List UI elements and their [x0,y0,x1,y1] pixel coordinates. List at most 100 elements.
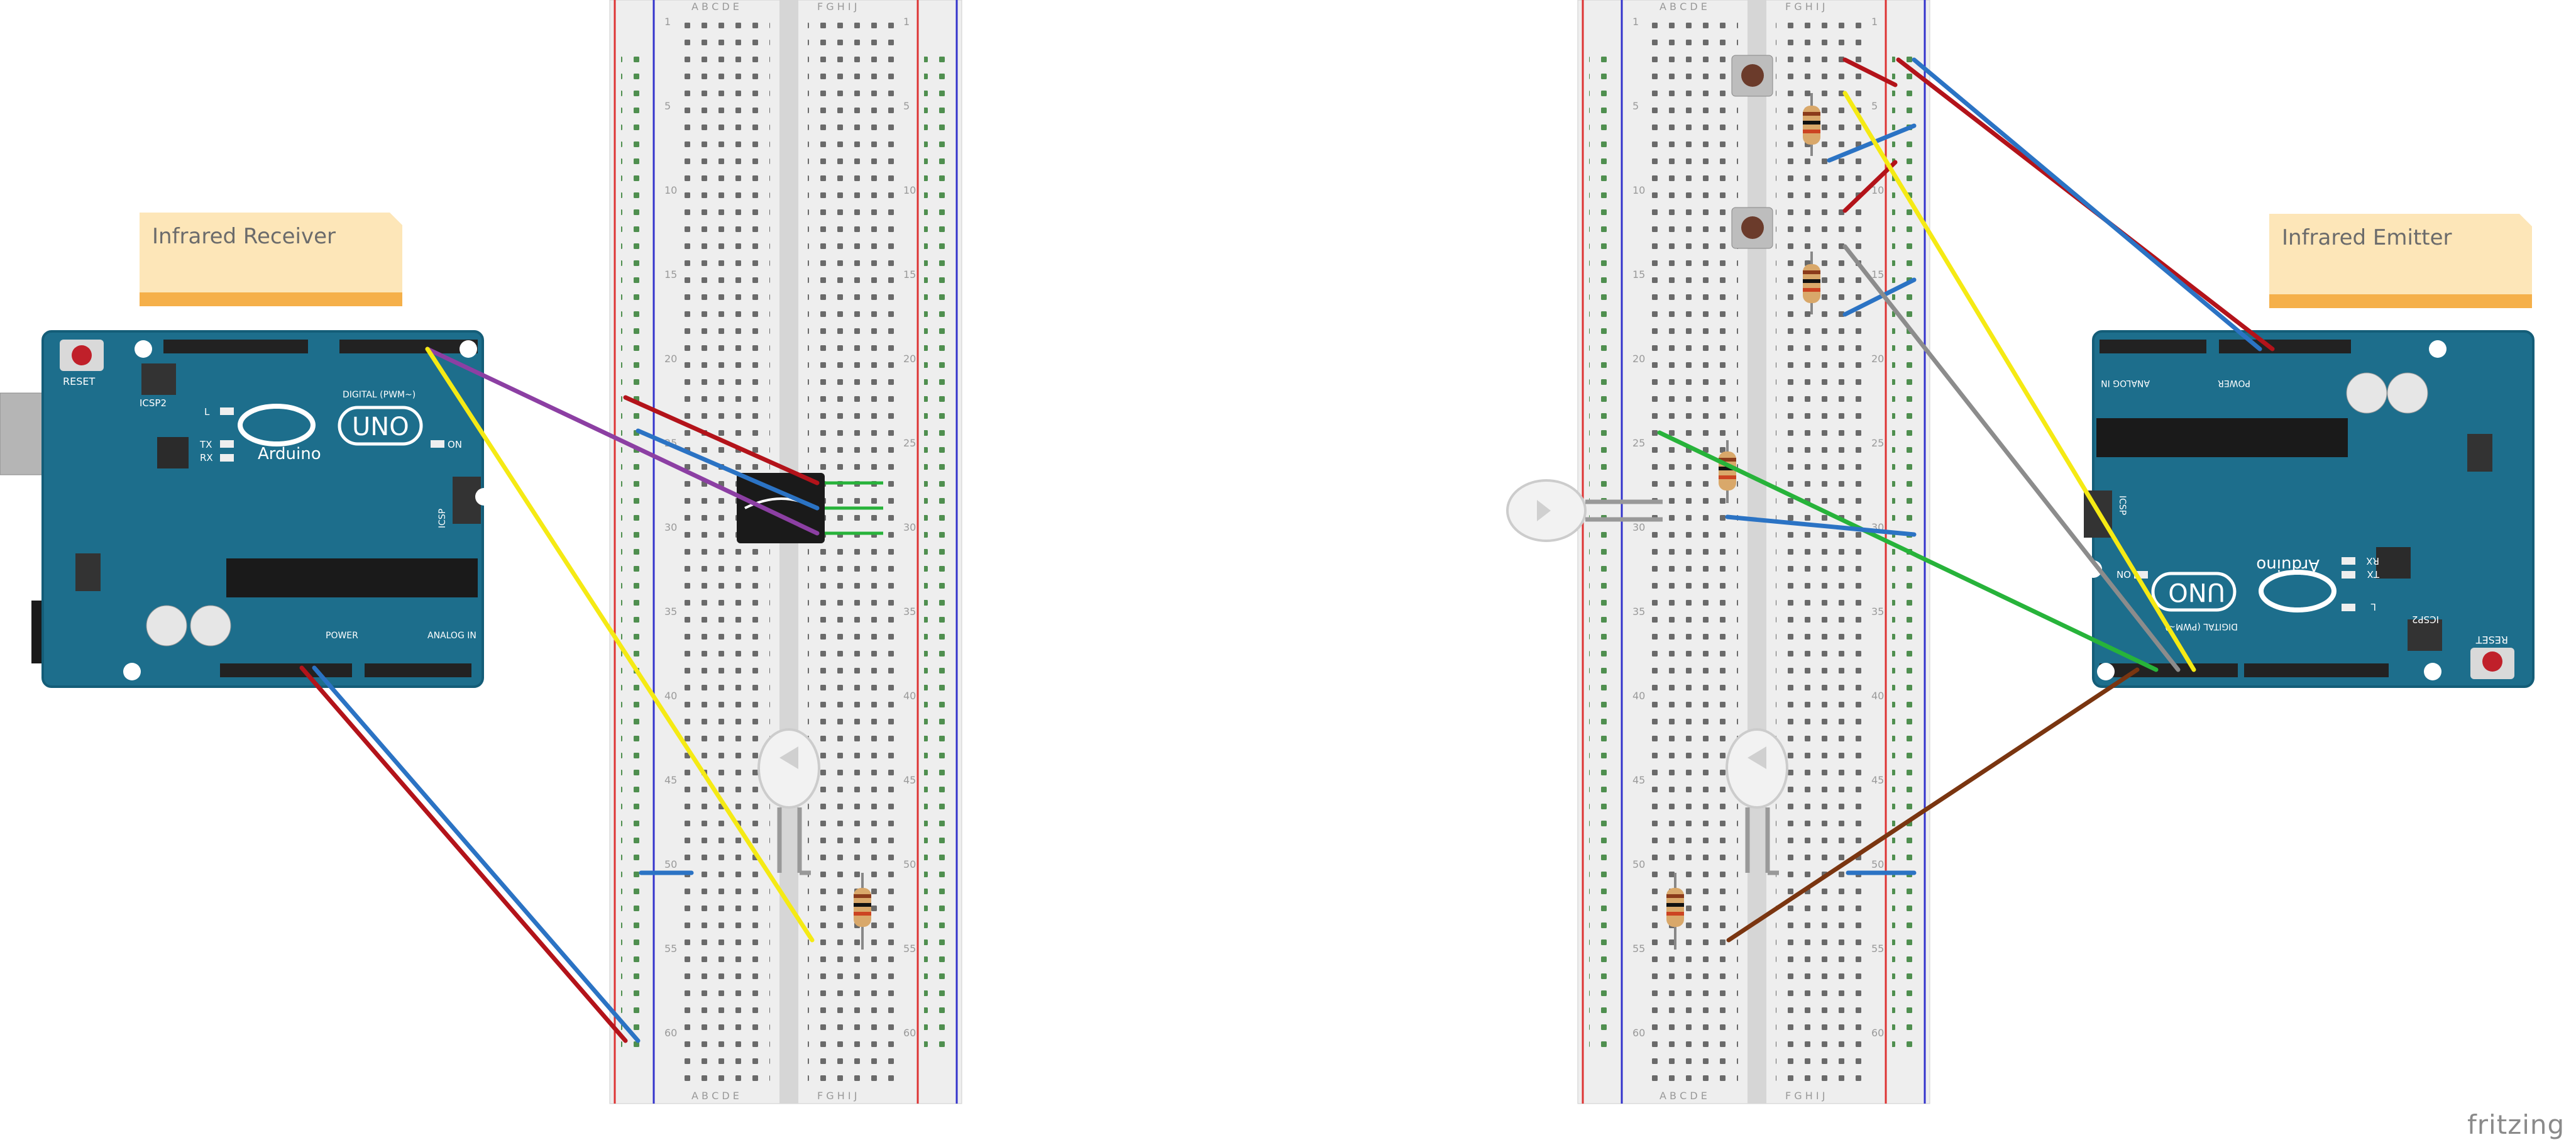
row-number-25-0: 25 [1632,437,1645,449]
note-receiver-label: Infrared Receiver [152,224,336,249]
wire-button1-blue [1827,123,1917,163]
row-number-5-1: 5 [903,100,910,112]
row-number-35-0: 35 [1632,606,1645,618]
row-number-30-1: 30 [903,521,916,533]
note-receiver [140,213,402,306]
row-number-35-1: 35 [903,606,916,618]
svg-text:A B C D E: A B C D E [691,1090,739,1102]
row-number-60-0: 60 [1632,1027,1645,1039]
uno-label-left: UNO [352,413,409,441]
resistor-left [854,873,871,950]
row-number-40-1: 40 [903,690,916,702]
row-number-10-0: 10 [1632,184,1645,196]
row-number-30-0: 30 [1632,521,1645,533]
led-label-rx-left: RX [200,452,213,463]
row-number-1-0: 1 [664,16,671,28]
pushbutton-1[interactable] [1731,55,1773,97]
row-number-1-1: 1 [903,16,910,28]
icsp-label-right: ICSP [2117,496,2127,515]
row-number-1-1: 1 [1871,16,1878,28]
row-number-60-1: 60 [1871,1027,1884,1039]
arduino-right: RESET ICSP2 UNO Arduino DIGITAL (PWM~) P… [2084,330,2535,688]
led-right [1726,728,1788,875]
wire-rail-blue-right [1725,514,1917,537]
arduino-brand-right: Arduino [2256,555,2320,574]
row-number-50-0: 50 [1632,858,1645,870]
row-number-10-0: 10 [664,184,677,196]
reset-button-left[interactable] [72,345,92,365]
led-label-on-left: ON [448,439,462,450]
wire-receiver-5v-red [299,665,628,1043]
reset-button-right[interactable] [2482,651,2502,672]
wire-button2-red [1842,160,1898,213]
arduino-logo-right [2259,570,2337,612]
row-number-15-1: 15 [903,269,916,280]
row-number-35-1: 35 [1871,606,1884,618]
arduino-left: RESET DIGITAL (PWM~) UNO Arduino ICSP2 I… [0,330,493,688]
row-number-20-0: 20 [1632,353,1645,365]
row-number-20-0: 20 [664,353,677,365]
wire-receiver-led-yellow [425,346,815,943]
row-number-50-0: 50 [664,858,677,870]
digital-header-label-right: DIGITAL (PWM~) [2165,621,2238,631]
pushbutton-2[interactable] [1731,207,1773,249]
resistor-right-bottom [1666,873,1684,950]
row-number-55-0: 55 [664,943,677,955]
row-number-15-1: 15 [1871,269,1884,280]
reset-label-left: RESET [63,375,95,387]
row-number-15-0: 15 [664,269,677,280]
power-header-label-left: POWER [326,631,358,641]
led-label-l-left: L [204,406,210,418]
row-number-40-0: 40 [1632,690,1645,702]
wire-rail-red-left [623,395,820,485]
row-number-15-0: 15 [1632,269,1645,280]
note-emitter [2269,214,2532,308]
wire-rail-blue-left [636,428,820,511]
wire-button1-yellow [1842,91,2196,672]
wire-receiver-gnd-blue [312,665,641,1043]
svg-text:A B C D E: A B C D E [1660,1,1707,13]
uno-label-right: UNO [2168,577,2225,606]
analog-header-label-left: ANALOG IN [427,631,476,641]
row-number-45-1: 45 [1871,774,1884,786]
row-number-25-1: 25 [903,437,916,449]
note-emitter-label: Infrared Emitter [2282,225,2452,250]
row-number-10-1: 10 [1871,184,1884,196]
led-label-on-right: ON [2116,568,2131,580]
row-number-40-1: 40 [1871,690,1884,702]
row-number-60-0: 60 [664,1027,677,1039]
wire-led-brown [1726,667,2140,943]
row-number-20-1: 20 [903,353,916,365]
wire-button2-blue [1842,277,1917,317]
fritzing-watermark: fritzing [2467,1109,2565,1140]
icsp2-label-right: ICSP2 [2412,614,2439,625]
svg-text:F G H I J: F G H I J [817,1090,857,1102]
led-label-rx-right: RX [2366,555,2379,567]
arduino-brand-left: Arduino [258,445,321,463]
led-label-tx-right: TX [2367,568,2380,580]
wire-emitter-gnd-blue [1912,57,2262,352]
wire-button1-red [1842,57,1898,87]
reset-label-right: RESET [2476,634,2508,646]
breadboard-right: A B C D E F G H I J A B C D E F G H I J [1577,0,1930,1104]
power-header-label-right: POWER [2218,378,2250,388]
wire-receiver-signal-purple [425,346,820,536]
row-number-50-1: 50 [1871,858,1884,870]
row-number-30-0: 30 [664,521,677,533]
row-number-35-0: 35 [664,606,677,618]
row-number-45-1: 45 [903,774,916,786]
led-label-l-right: L [2370,601,2376,612]
led-label-tx-left: TX [199,439,212,450]
row-number-5-0: 5 [664,100,671,112]
row-number-40-0: 40 [664,690,677,702]
row-number-50-1: 50 [903,858,916,870]
svg-text:F G H I J: F G H I J [817,1,857,13]
arduino-logo-left [238,404,316,446]
row-number-5-0: 5 [1632,100,1639,112]
row-number-55-1: 55 [1871,943,1884,955]
resistor-button-1 [1803,93,1820,156]
row-number-55-1: 55 [903,943,916,955]
breadboard-left-letters-top: A B C D E [691,1,739,13]
wires [299,57,2275,1043]
led-left [757,728,820,875]
